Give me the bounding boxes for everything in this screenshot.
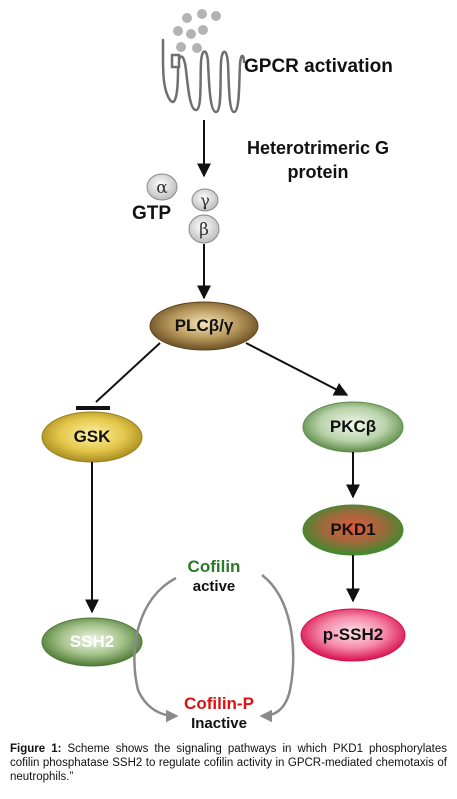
figure-caption: Figure 1: Scheme shows the signaling pat… [10, 742, 447, 784]
ssh2-label: SSH2 [69, 632, 115, 651]
heterotrimeric-g-protein-label: Heterotrimeric G protein [218, 136, 418, 184]
gtp-label: GTP [132, 203, 172, 224]
gpcr-activation-label: GPCR activation [244, 56, 393, 77]
gamma-subunit: γ [191, 188, 219, 212]
cycle-arrow-left [133, 576, 179, 723]
inhibit-plc-to-gsk [95, 342, 161, 403]
cycle-arrow-right [259, 574, 295, 723]
cofilin-active-state: active [192, 578, 236, 595]
gpcr-receptor [161, 38, 246, 114]
arrow-plc-to-pkc [245, 342, 349, 396]
beta-symbol: β [199, 220, 209, 240]
alpha-subunit: α [146, 173, 178, 201]
ssh2-node [41, 617, 143, 667]
plc-label: PLCβ/γ [174, 316, 234, 335]
caption-text: Scheme shows the signaling pathways in w… [10, 743, 448, 783]
diagram: α γ β GPCR activation Heterotrimeric G p… [41, 9, 418, 732]
heterotrimeric-line-2: protein [287, 162, 349, 182]
cofilin-inactive-name: Cofilin-P [184, 694, 254, 713]
alpha-symbol: α [156, 178, 168, 198]
beta-subunit: β [188, 214, 220, 244]
heterotrimeric-line-1: Heterotrimeric G [246, 138, 390, 158]
gsk-label: GSK [73, 427, 111, 446]
plc-node [149, 301, 259, 351]
gamma-symbol: γ [200, 191, 210, 210]
cofilin-active-name: Cofilin [187, 557, 241, 576]
caption-label: Figure 1: [10, 743, 62, 755]
diagram-canvas: α γ β [41, 9, 406, 723]
pkd1-label: PKD1 [330, 520, 376, 539]
cofilin-inactive-state: Inactive [191, 715, 247, 732]
pkc-label: PKCβ [329, 417, 377, 436]
ligand-dots [173, 9, 221, 53]
pssh2-node [300, 608, 406, 662]
pssh2-label: p-SSH2 [322, 625, 384, 644]
